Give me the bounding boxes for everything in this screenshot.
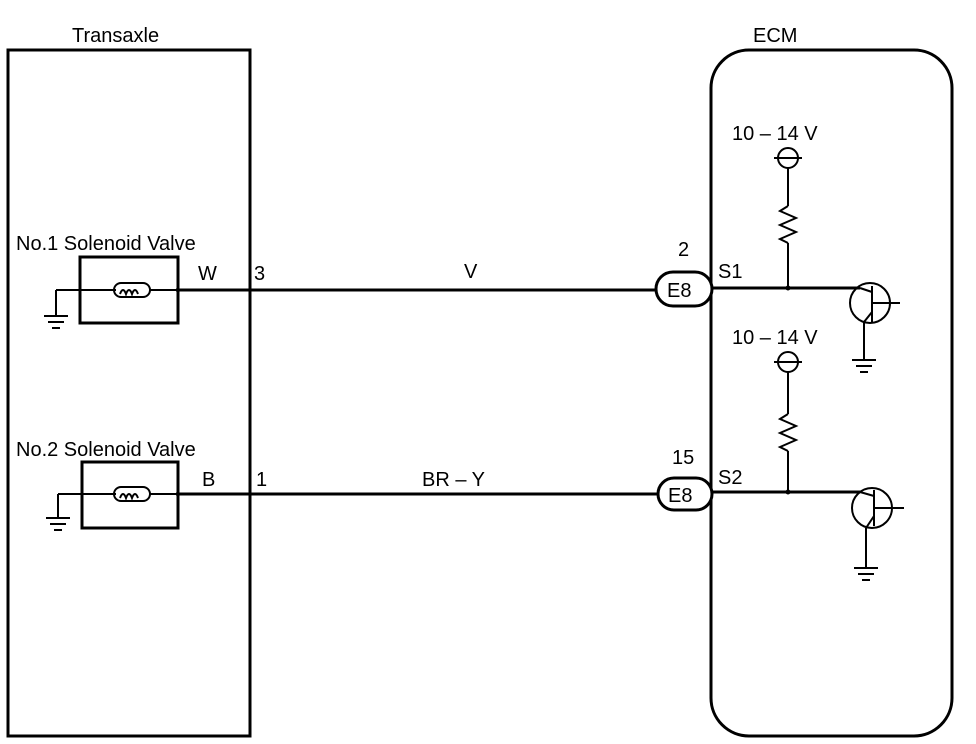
solenoid-2-pin: 1 <box>256 469 267 491</box>
supply-voltage-1: 10 – 14 V <box>732 123 818 145</box>
ground-icon <box>852 359 876 373</box>
resistor-icon <box>777 413 799 452</box>
ecm-driver-circuit-2: 10 – 14 V <box>712 327 904 581</box>
harness-wire-2: BR – Y <box>176 469 658 496</box>
ground-icon <box>46 517 70 531</box>
transistor-icon <box>851 487 904 529</box>
ecm-driver-circuit-1: 10 – 14 V <box>712 123 900 373</box>
solenoid-valve-2: No.2 Solenoid Valve B 1 <box>16 439 267 531</box>
solenoid-coil-icon <box>110 486 176 502</box>
resistor-icon <box>777 205 799 244</box>
supply-voltage-2: 10 – 14 V <box>732 327 818 349</box>
connector-2-name: E8 <box>668 485 692 507</box>
solenoid-1-label: No.1 Solenoid Valve <box>16 233 196 255</box>
harness-wire-1: V <box>176 261 656 292</box>
ecm-block: ECM <box>709 25 954 738</box>
connector-e8-pin-15: 15 E8 S2 <box>656 447 742 512</box>
transaxle-block: Transaxle <box>6 25 252 738</box>
connector-2-pin: 15 <box>672 447 694 469</box>
wire-2-color: BR – Y <box>422 469 485 491</box>
ground-icon <box>854 567 878 581</box>
solenoid-valve-1: No.1 Solenoid Valve W 3 <box>16 233 265 329</box>
solenoid-2-wire-color: B <box>202 469 215 491</box>
terminal-s1: S1 <box>718 261 742 283</box>
solenoid-2-label: No.2 Solenoid Valve <box>16 439 196 461</box>
solenoid-coil-icon <box>110 282 176 298</box>
solenoid-1-pin: 3 <box>254 263 265 285</box>
connector-1-name: E8 <box>667 280 691 302</box>
transaxle-title: Transaxle <box>72 25 159 47</box>
ground-icon <box>44 315 68 329</box>
transistor-icon <box>849 282 900 324</box>
solenoid-1-wire-color: W <box>198 263 217 285</box>
terminal-s2: S2 <box>718 467 742 489</box>
connector-1-pin: 2 <box>678 239 689 261</box>
wire-1-color: V <box>464 261 478 283</box>
ecm-title: ECM <box>753 25 797 47</box>
